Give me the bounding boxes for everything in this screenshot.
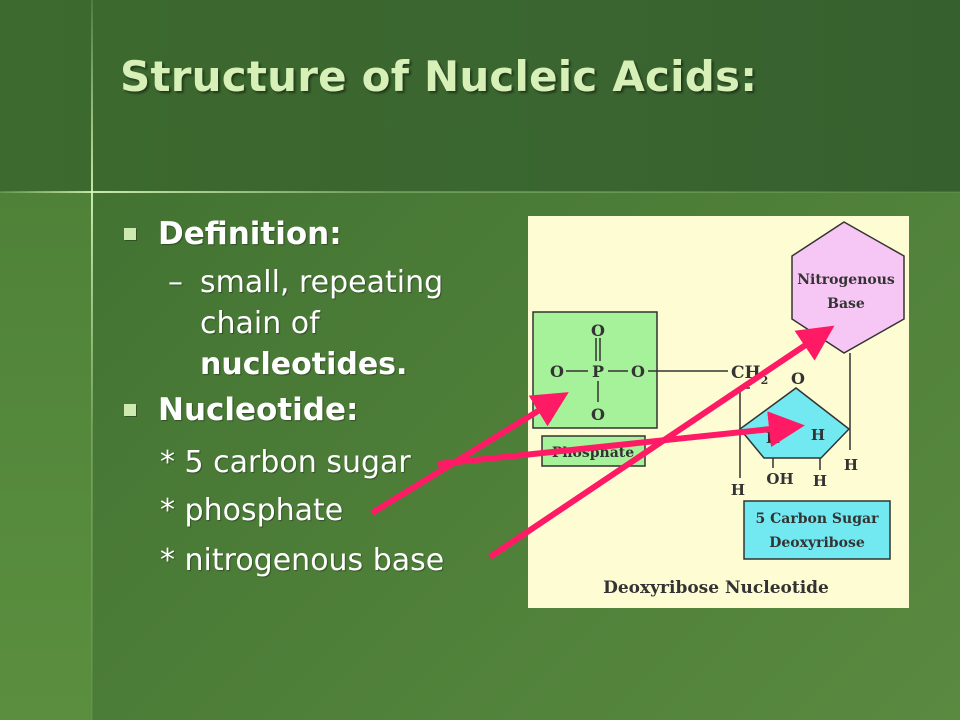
- sugar-pentagon: [738, 387, 851, 459]
- nucleotide-diagram: O O P O O Phosphate CH2 Nitrogenous Base…: [528, 216, 909, 608]
- atom-h-ring-left: H: [766, 429, 780, 447]
- title-band: [0, 0, 960, 192]
- sub-bullet-dash: –: [168, 265, 183, 300]
- atom-o-left: O: [550, 362, 564, 381]
- atom-h-far-left: H: [731, 481, 745, 499]
- bullet-definition: Definition:: [124, 216, 342, 252]
- figure-caption: Deoxyribose Nucleotide: [603, 578, 829, 598]
- atom-o-right: O: [631, 362, 645, 381]
- atom-h-far-right: H: [844, 456, 858, 474]
- definition-text: small, repeating chain of nucleotides.: [200, 262, 443, 385]
- atom-o-ring: O: [791, 369, 805, 388]
- base-label-line-1: Nitrogenous: [797, 272, 895, 288]
- nitrogenous-base-hexagon: [791, 221, 905, 354]
- atom-p: P: [592, 362, 604, 381]
- square-bullet-icon: [124, 404, 136, 416]
- left-accent-strip: [0, 192, 92, 720]
- sugar-label-line-2: Deoxyribose: [769, 535, 865, 551]
- definition-heading: Definition:: [158, 216, 342, 252]
- phosphate-label: Phosphate: [552, 445, 634, 461]
- atom-oh: OH: [766, 470, 793, 488]
- slide-title: Structure of Nucleic Acids:: [120, 52, 758, 101]
- component-item-base: * nitrogenous base: [160, 543, 445, 578]
- base-label-line-2: Base: [827, 296, 865, 312]
- horizontal-accent-line: [0, 191, 960, 193]
- definition-line-2: chain of: [200, 306, 320, 341]
- atom-ch2: CH2: [731, 363, 768, 387]
- definition-line-3: nucleotides.: [200, 347, 408, 382]
- component-item-sugar: * 5 carbon sugar: [160, 445, 411, 480]
- vertical-accent-line: [91, 0, 93, 720]
- sugar-label-line-1: 5 Carbon Sugar: [756, 511, 880, 527]
- square-bullet-icon: [124, 228, 136, 240]
- atom-h-ring-right: H: [811, 426, 825, 444]
- bullet-nucleotide: Nucleotide:: [124, 392, 358, 428]
- definition-line-1: small, repeating: [200, 265, 444, 300]
- component-item-phosphate: * phosphate: [160, 493, 344, 528]
- nucleotide-diagram-svg: O O P O O Phosphate CH2 Nitrogenous Base…: [532, 221, 905, 598]
- atom-h-bottom: H: [813, 472, 827, 490]
- nucleotide-heading: Nucleotide:: [158, 392, 359, 428]
- atom-o-top: O: [591, 321, 605, 340]
- atom-o-bottom: O: [591, 405, 605, 424]
